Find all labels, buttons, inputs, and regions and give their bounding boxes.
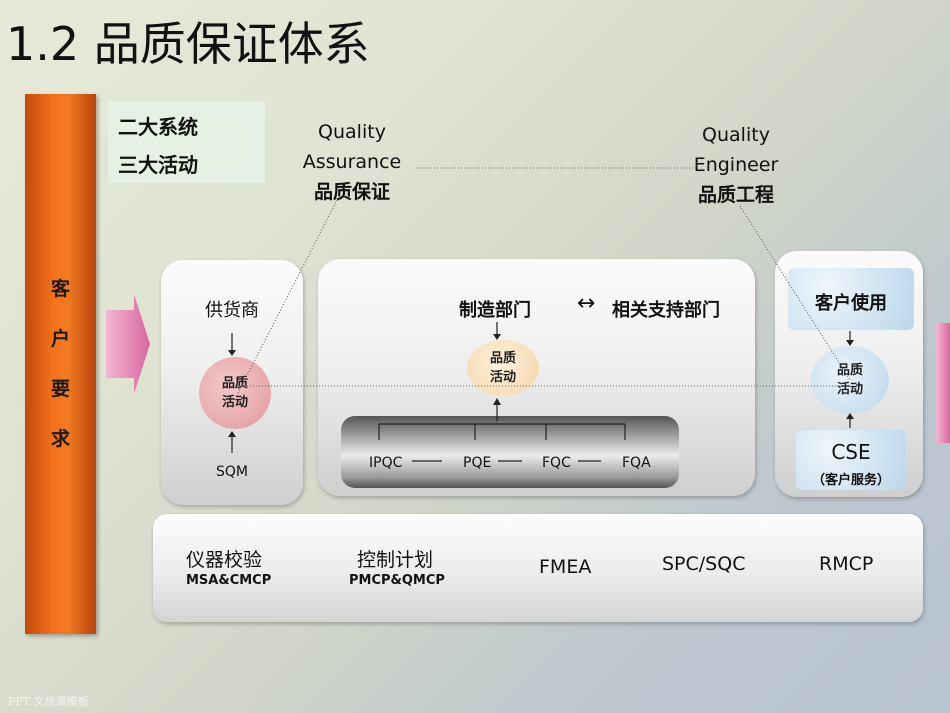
legend-box: 二大系统 三大活动 xyxy=(108,101,265,183)
output-arrow-icon xyxy=(936,323,950,443)
qa-line1: Quality xyxy=(318,121,386,143)
process-step: IPQC xyxy=(369,455,403,471)
process-step: FQA xyxy=(622,455,651,471)
tool-instrument-calibration-sub: MSA&CMCP xyxy=(186,573,272,588)
process-step: PQE xyxy=(463,455,492,471)
customer-req-char: 客 xyxy=(50,278,70,300)
legend-activities: 三大活动 xyxy=(118,153,198,177)
customer-use-label: 客户使用 xyxy=(815,293,887,314)
qe-line1: Quality xyxy=(702,124,770,146)
activity-text: 品质 xyxy=(489,351,516,366)
qe-header: Quality Engineer 品质工程 xyxy=(666,120,806,210)
customer-requirements-bar: 客 户 要 求 xyxy=(25,94,96,634)
input-arrow-icon xyxy=(106,294,150,394)
tool-fmea: FMEA xyxy=(539,556,592,578)
bidirectional-arrow-icon: ↔ xyxy=(577,291,596,316)
activity-text: 活动 xyxy=(836,382,863,397)
supplier-activity-circle: 品质 活动 xyxy=(199,357,271,429)
customer-activity-circle: 品质 活动 xyxy=(811,346,889,414)
qe-cn: 品质工程 xyxy=(697,184,774,206)
process-bar xyxy=(341,416,679,488)
process-step: FQC xyxy=(542,455,571,471)
qa-line2: Assurance xyxy=(302,151,402,173)
cse-sub-label: （客户服务） xyxy=(811,473,890,488)
manufacturing-label: 制造部门 xyxy=(459,300,531,321)
tools-panel xyxy=(153,514,923,622)
qa-cn: 品质保证 xyxy=(313,181,390,203)
customer-req-char: 求 xyxy=(50,428,70,450)
qa-header: Quality Assurance 品质保证 xyxy=(282,117,422,207)
activity-text: 品质 xyxy=(836,363,863,378)
tool-instrument-calibration: 仪器校验 xyxy=(186,549,263,571)
cse-label: CSE xyxy=(831,440,871,464)
tool-rmcp: RMCP xyxy=(819,553,874,575)
customer-req-char: 户 xyxy=(50,328,70,350)
legend-systems: 二大系统 xyxy=(118,115,198,139)
activity-text: 活动 xyxy=(221,395,248,410)
manufacturing-activity-circle: 品质 活动 xyxy=(467,340,539,396)
activity-text: 活动 xyxy=(489,370,516,385)
sqm-label: SQM xyxy=(216,464,248,480)
tool-spc-sqc: SPC/SQC xyxy=(662,553,746,575)
footer-watermark: PPT 文档演模板 xyxy=(8,695,89,708)
cse-box xyxy=(796,430,906,490)
tool-control-plan-sub: PMCP&QMCP xyxy=(349,573,445,588)
support-dept-label: 相关支持部门 xyxy=(612,300,720,321)
customer-use-box xyxy=(788,268,914,330)
qe-line2: Engineer xyxy=(693,154,779,176)
page-title: 1.2 品质保证体系 xyxy=(6,17,370,71)
tool-control-plan: 控制计划 xyxy=(357,549,434,571)
customer-req-char: 要 xyxy=(50,378,70,400)
supplier-label: 供货商 xyxy=(205,300,259,321)
